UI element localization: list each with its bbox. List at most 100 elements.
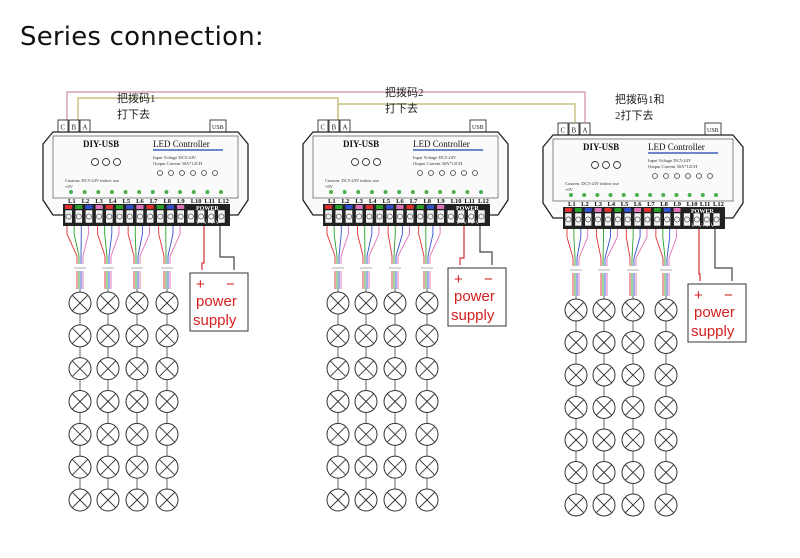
- led-bulb-cross: [596, 399, 612, 416]
- screw-head: [356, 213, 363, 220]
- screw-head: [575, 216, 582, 223]
- power-terminal-label: POWER: [691, 209, 714, 215]
- screw-head: [468, 213, 475, 220]
- power-minus-sign: −: [484, 271, 493, 288]
- channel-color-tag: [634, 208, 641, 212]
- spec-line-1: Input Voltage DC5-24V: [413, 155, 457, 160]
- channel-label: L10: [451, 198, 462, 205]
- screw-head: [713, 216, 720, 223]
- channel-wire: [82, 226, 89, 289]
- led-bulb-cross: [419, 459, 435, 475]
- led-bulb-cross: [387, 360, 403, 377]
- channel-wire: [578, 229, 589, 296]
- screw-head: [478, 213, 485, 220]
- certification-mark: [696, 173, 702, 179]
- channel-label: L10: [191, 198, 202, 205]
- power-terminal-label: POWER: [456, 206, 479, 212]
- certification-mark: [439, 170, 445, 176]
- certification-mark: [417, 170, 423, 176]
- data-port-letter: C: [61, 124, 66, 132]
- channel-indicator-led: [191, 190, 196, 194]
- screw-head: [458, 213, 464, 220]
- led-bulb-cross: [387, 393, 403, 410]
- led-bulb-cross: [100, 492, 116, 508]
- terminal-screw: [594, 212, 602, 227]
- led-bulb-cross: [100, 328, 116, 344]
- led-bulb-cross: [159, 426, 175, 443]
- screw-head: [397, 213, 403, 220]
- channel-wire: [110, 226, 120, 289]
- resistor-label-bg: [626, 266, 640, 273]
- channel-indicator-led: [648, 193, 653, 197]
- channel-wire: [596, 229, 602, 296]
- terminal-screw: [146, 209, 154, 224]
- terminal-screw: [217, 209, 226, 224]
- channel-indicator-led: [69, 190, 73, 194]
- power-wire-positive: [459, 226, 465, 265]
- power-supply-box: [447, 267, 507, 327]
- channel-indicator-led: [714, 193, 718, 197]
- channel-wire: [662, 229, 666, 296]
- jumper-label-c1-line1: 把拨码1: [117, 91, 156, 105]
- screw-head: [376, 213, 383, 220]
- channel-indicator-led: [178, 190, 183, 194]
- terminal-screw: [663, 212, 671, 227]
- channel-wire: [357, 226, 364, 289]
- screw-head: [605, 216, 611, 223]
- channel-color-tag: [375, 205, 384, 209]
- data-port-letter: C: [561, 127, 566, 135]
- led-bulb-cross: [658, 334, 674, 351]
- channel-color-tag: [105, 205, 113, 209]
- resistor-label-bg: [659, 266, 673, 273]
- terminal-screw: [673, 212, 681, 227]
- led-bulb-cross: [625, 464, 641, 481]
- led-bulb-cross: [568, 497, 584, 513]
- screw-head: [614, 216, 621, 223]
- screw-head: [157, 213, 164, 220]
- channel-color-tag: [624, 208, 632, 212]
- led-bulb-cross: [72, 328, 88, 344]
- power-supply-label-line2: supply: [691, 323, 735, 340]
- custom-line-2: +0V: [565, 187, 574, 192]
- screw-head: [335, 213, 342, 220]
- channel-wire: [66, 226, 78, 289]
- terminal-screw: [176, 209, 185, 224]
- channel-color-tag: [594, 208, 602, 212]
- channel-label: L2: [82, 198, 90, 205]
- power-wire-negative: [219, 226, 235, 270]
- screw-head: [96, 213, 103, 220]
- channel-wire: [666, 229, 671, 296]
- channel-wire: [134, 226, 137, 289]
- led-bulb-cross: [358, 492, 374, 508]
- spec-line-2: Output Current 30A*12CH: [648, 164, 698, 169]
- terminal-screw: [156, 209, 165, 224]
- terminal-screw: [426, 209, 435, 224]
- usb-port-label: USB: [212, 125, 224, 131]
- channel-wire: [668, 229, 678, 296]
- led-bulb-cross: [387, 328, 403, 344]
- led-bulb-cross: [72, 426, 88, 443]
- channel-color-tag: [416, 205, 424, 209]
- screw-head: [674, 216, 680, 223]
- channel-label: L9: [673, 201, 681, 208]
- led-bulb-cross: [330, 328, 346, 344]
- led-bulb-cross: [387, 295, 403, 311]
- data-port-letter: A: [83, 124, 88, 132]
- led-bulb-cross: [358, 426, 374, 443]
- terminal-screw: [614, 212, 622, 227]
- led-bulb-cross: [159, 459, 175, 475]
- data-port-letter: B: [572, 127, 577, 135]
- channel-color-tag: [673, 208, 681, 212]
- screw-head: [693, 216, 700, 223]
- sensor-knob: [351, 158, 359, 166]
- custom-line-1: Custom: DC5-24V indoor use: [325, 178, 379, 183]
- channel-label: L5: [383, 198, 391, 205]
- jumper-label-c3-line2: 2打下去: [615, 108, 654, 122]
- channel-indicator-led: [356, 190, 361, 194]
- power-supply-label-line1: power: [196, 293, 237, 310]
- controller-face: [52, 135, 239, 199]
